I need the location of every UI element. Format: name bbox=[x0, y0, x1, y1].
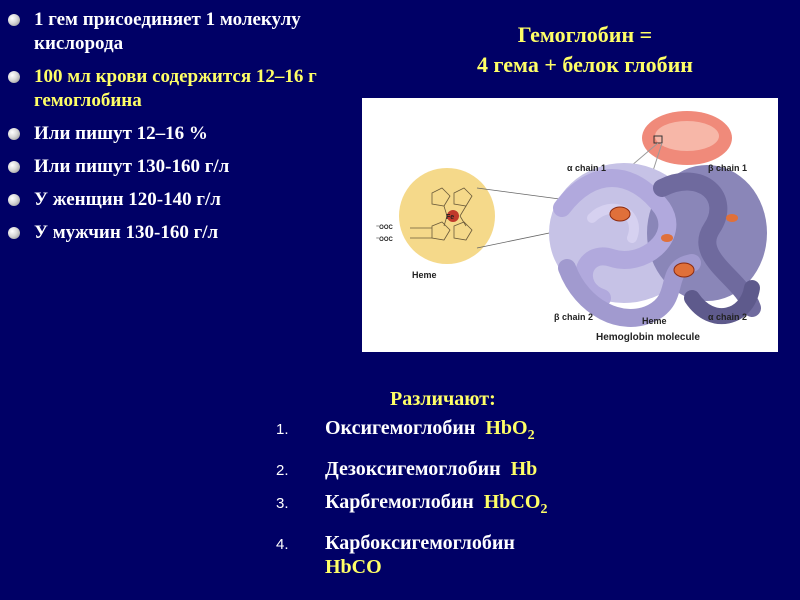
heme-center-label: Heme bbox=[642, 316, 667, 326]
fact-item: 100 мл крови содержится 12–16 г гемоглоб… bbox=[6, 65, 351, 113]
globin-chains bbox=[549, 163, 767, 327]
heme-structure-icon bbox=[410, 187, 473, 241]
type-name: Карбгемоглобин bbox=[325, 491, 474, 513]
type-number: 3. bbox=[276, 495, 289, 512]
heme-disk-icon bbox=[661, 234, 673, 242]
hemoglobin-diagram: Fe ⁻OOC ⁻OOC Heme α chain 1 β chain 1 β … bbox=[376, 111, 767, 343]
type-number: 4. bbox=[276, 536, 289, 553]
type-formula: HbO2 bbox=[485, 417, 535, 443]
type-name: Оксигемоглобин bbox=[325, 417, 476, 439]
bullet-icon bbox=[8, 194, 20, 206]
fact-text: 1 гем присоединяет 1 молекулу кислорода bbox=[34, 9, 301, 54]
formula-subscript: 2 bbox=[527, 428, 535, 443]
distinguish-label: Различают: bbox=[390, 388, 496, 410]
slide-heading: Гемоглобин = 4 гема + белок глобин bbox=[395, 20, 775, 80]
heading-line-1: Гемоглобин = bbox=[517, 22, 653, 47]
bullet-icon bbox=[8, 227, 20, 239]
fact-item: 1 гем присоединяет 1 молекулу кислорода bbox=[6, 8, 351, 56]
fe-label: Fe bbox=[446, 214, 454, 221]
beta-chain-1-label: β chain 1 bbox=[708, 163, 747, 173]
alpha-chain-1-label: α chain 1 bbox=[567, 163, 606, 173]
formula-subscript: 2 bbox=[540, 502, 548, 517]
fact-text: У женщин 120-140 г/л bbox=[34, 189, 221, 210]
type-item: 2. Дезоксигемоглобин Hb bbox=[270, 457, 650, 481]
hemoglobin-illustration: Fe ⁻OOC ⁻OOC Heme α chain 1 β chain 1 β … bbox=[362, 98, 778, 352]
type-number: 2. bbox=[276, 462, 289, 479]
cooh-label: ⁻OOC bbox=[376, 237, 394, 243]
type-formula: HbCO bbox=[325, 556, 382, 578]
beta-chain-2-label: β chain 2 bbox=[554, 312, 593, 322]
hemoglobin-types-list: 1. Оксигемоглобин HbO2 2. Дезоксигемоглоб… bbox=[270, 416, 650, 588]
fact-item: Или пишут 12–16 % bbox=[6, 122, 351, 146]
iron-atom-icon bbox=[447, 210, 459, 222]
type-formula: HbCO2 bbox=[483, 491, 548, 517]
type-item: 3. Карбгемоглобин HbCO2 bbox=[270, 490, 650, 522]
heading-line-2: 4 гема + белок глобин bbox=[477, 52, 693, 77]
type-name: Дезоксигемоглобин bbox=[325, 458, 501, 480]
heme-disk-icon bbox=[609, 206, 631, 222]
type-formula: Hb bbox=[510, 458, 538, 480]
heme-disk-icon bbox=[726, 214, 738, 222]
facts-list: 1 гем присоединяет 1 молекулу кислорода … bbox=[6, 8, 351, 254]
type-item: 1. Оксигемоглобин HbO2 bbox=[270, 416, 650, 448]
red-blood-cell-center bbox=[655, 121, 719, 151]
type-name: Карбоксигемоглобин bbox=[325, 532, 515, 554]
heme-disk-icon bbox=[673, 262, 695, 278]
fact-text: Или пишут 130-160 г/л bbox=[34, 156, 230, 177]
fact-item: У женщин 120-140 г/л bbox=[6, 188, 351, 212]
heme-left-label: Heme bbox=[412, 270, 437, 280]
alpha-chain-2-label: α chain 2 bbox=[708, 312, 747, 322]
type-item: 4. Карбоксигемоглобин HbCO bbox=[270, 531, 650, 579]
fact-text: 100 мл крови содержится 12–16 г гемоглоб… bbox=[34, 66, 317, 111]
type-number: 1. bbox=[276, 421, 289, 438]
fact-item: У мужчин 130-160 г/л bbox=[6, 221, 351, 245]
bullet-icon bbox=[8, 161, 20, 173]
bullet-icon bbox=[8, 14, 20, 26]
bullet-icon bbox=[8, 71, 20, 83]
fact-text: У мужчин 130-160 г/л bbox=[34, 222, 219, 243]
fact-item: Или пишут 130-160 г/л bbox=[6, 155, 351, 179]
bullet-icon bbox=[8, 128, 20, 140]
cooh-label: ⁻OOC bbox=[376, 225, 394, 231]
molecule-caption: Hemoglobin molecule bbox=[596, 332, 700, 343]
fact-text: Или пишут 12–16 % bbox=[34, 123, 208, 144]
